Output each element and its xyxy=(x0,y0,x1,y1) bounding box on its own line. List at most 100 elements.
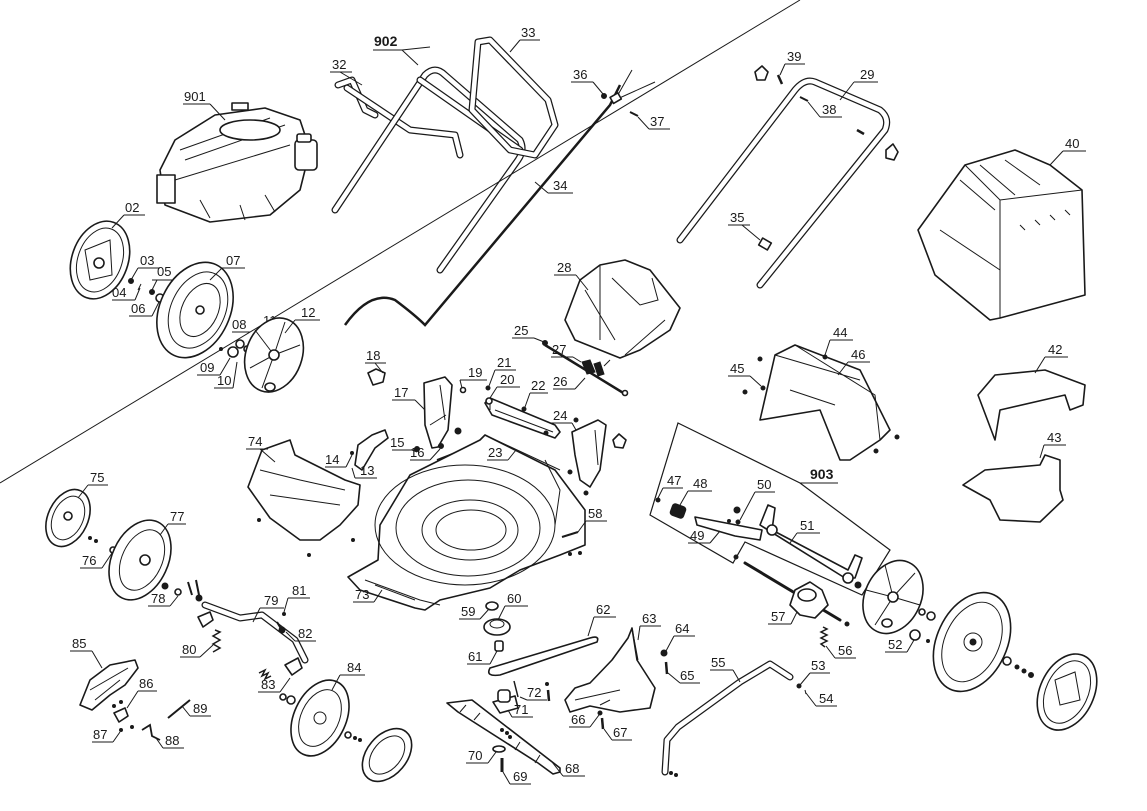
label-82: 82 xyxy=(298,626,312,641)
label-35: 35 xyxy=(730,210,744,225)
label-64: 64 xyxy=(675,621,689,636)
label-16: 16 xyxy=(410,445,424,460)
label-68: 68 xyxy=(565,761,579,776)
front-cover-85 xyxy=(79,659,139,711)
label-85: 85 xyxy=(72,636,86,651)
label-89: 89 xyxy=(193,701,207,716)
label-29: 29 xyxy=(860,67,874,82)
hubcap-02 xyxy=(69,220,131,300)
label-75: 75 xyxy=(90,470,104,485)
hubcap-rear-right xyxy=(1036,653,1098,731)
label-20: 20 xyxy=(500,372,514,387)
label-66: 66 xyxy=(571,712,585,727)
label-24: 24 xyxy=(553,408,567,423)
front-wheel-77 xyxy=(108,519,172,601)
lower-handle-32 xyxy=(334,76,464,159)
label-902: 902 xyxy=(374,33,398,49)
label-14: 14 xyxy=(325,452,339,467)
label-37: 37 xyxy=(650,114,664,129)
handle-bar-29 xyxy=(676,77,891,289)
label-40: 40 xyxy=(1065,136,1079,151)
label-60: 60 xyxy=(507,591,521,606)
label-71: 71 xyxy=(514,702,528,717)
label-78: 78 xyxy=(151,591,165,606)
label-21: 21 xyxy=(497,355,511,370)
bowden-cable-34 xyxy=(343,69,656,327)
pulley-60 xyxy=(483,618,511,636)
label-07: 07 xyxy=(226,253,240,268)
gearbox-57 xyxy=(789,581,829,619)
label-44: 44 xyxy=(833,325,847,340)
label-52: 52 xyxy=(888,637,902,652)
drive-belt-62 xyxy=(487,636,599,677)
label-67: 67 xyxy=(613,725,627,740)
label-32: 32 xyxy=(332,57,346,72)
label-38: 38 xyxy=(822,102,836,117)
label-09: 09 xyxy=(200,360,214,375)
label-03: 03 xyxy=(140,253,154,268)
mulch-plug-42 xyxy=(977,369,1086,441)
side-discharge-43 xyxy=(962,454,1064,523)
label-36: 36 xyxy=(573,67,587,82)
rear-deflector-46 xyxy=(759,344,891,461)
label-72: 72 xyxy=(527,685,541,700)
label-05: 05 xyxy=(157,264,171,279)
label-28: 28 xyxy=(557,260,571,275)
label-22: 22 xyxy=(531,378,545,393)
label-49: 49 xyxy=(690,528,704,543)
hubcap-75 xyxy=(45,488,91,548)
label-10: 10 xyxy=(217,373,231,388)
hubcap-front-right xyxy=(361,727,413,783)
label-06: 06 xyxy=(131,301,145,316)
label-23: 23 xyxy=(488,445,502,460)
label-56: 56 xyxy=(838,643,852,658)
label-39: 39 xyxy=(787,49,801,64)
label-26: 26 xyxy=(553,374,567,389)
height-adjust-bracket-24 xyxy=(571,419,607,488)
drive-pulley-12 xyxy=(243,317,305,393)
front-bumper-74 xyxy=(247,439,361,541)
label-47: 47 xyxy=(667,473,681,488)
label-08: 08 xyxy=(232,317,246,332)
height-adjust-bracket-17 xyxy=(423,376,453,449)
drive-assembly-903-frame xyxy=(649,422,891,596)
blade-adapter-71 xyxy=(492,689,519,714)
label-25: 25 xyxy=(514,323,528,338)
mower-deck-73 xyxy=(347,434,586,611)
knob-18 xyxy=(367,368,386,386)
label-61: 61 xyxy=(468,649,482,664)
label-46: 46 xyxy=(851,347,865,362)
label-79: 79 xyxy=(264,593,278,608)
label-901: 901 xyxy=(184,89,206,104)
label-43: 43 xyxy=(1047,430,1061,445)
belt-cover-63 xyxy=(564,627,656,713)
label-903: 903 xyxy=(810,466,834,482)
label-17: 17 xyxy=(394,385,408,400)
label-13: 13 xyxy=(360,463,374,478)
label-83: 83 xyxy=(261,677,275,692)
knob-39 xyxy=(754,65,769,81)
label-18: 18 xyxy=(366,348,380,363)
label-04: 04 xyxy=(112,285,126,300)
label-48: 48 xyxy=(693,476,707,491)
label-33: 33 xyxy=(521,25,535,40)
label-59: 59 xyxy=(461,604,475,619)
label-34: 34 xyxy=(553,178,567,193)
label-77: 77 xyxy=(170,509,184,524)
blade-68 xyxy=(446,699,561,775)
label-65: 65 xyxy=(680,668,694,683)
bail-lever-33 xyxy=(468,36,559,159)
drive-lever-51 xyxy=(759,504,863,589)
label-70: 70 xyxy=(468,748,482,763)
label-80: 80 xyxy=(182,642,196,657)
label-81: 81 xyxy=(292,583,306,598)
label-86: 86 xyxy=(139,676,153,691)
rear-flap-28 xyxy=(564,259,681,359)
label-50: 50 xyxy=(757,477,771,492)
right-pulley-plate xyxy=(862,559,924,635)
label-55: 55 xyxy=(711,655,725,670)
label-53: 53 xyxy=(811,658,825,673)
label-74: 74 xyxy=(248,434,262,449)
label-87: 87 xyxy=(93,727,107,742)
label-15: 15 xyxy=(390,435,404,450)
